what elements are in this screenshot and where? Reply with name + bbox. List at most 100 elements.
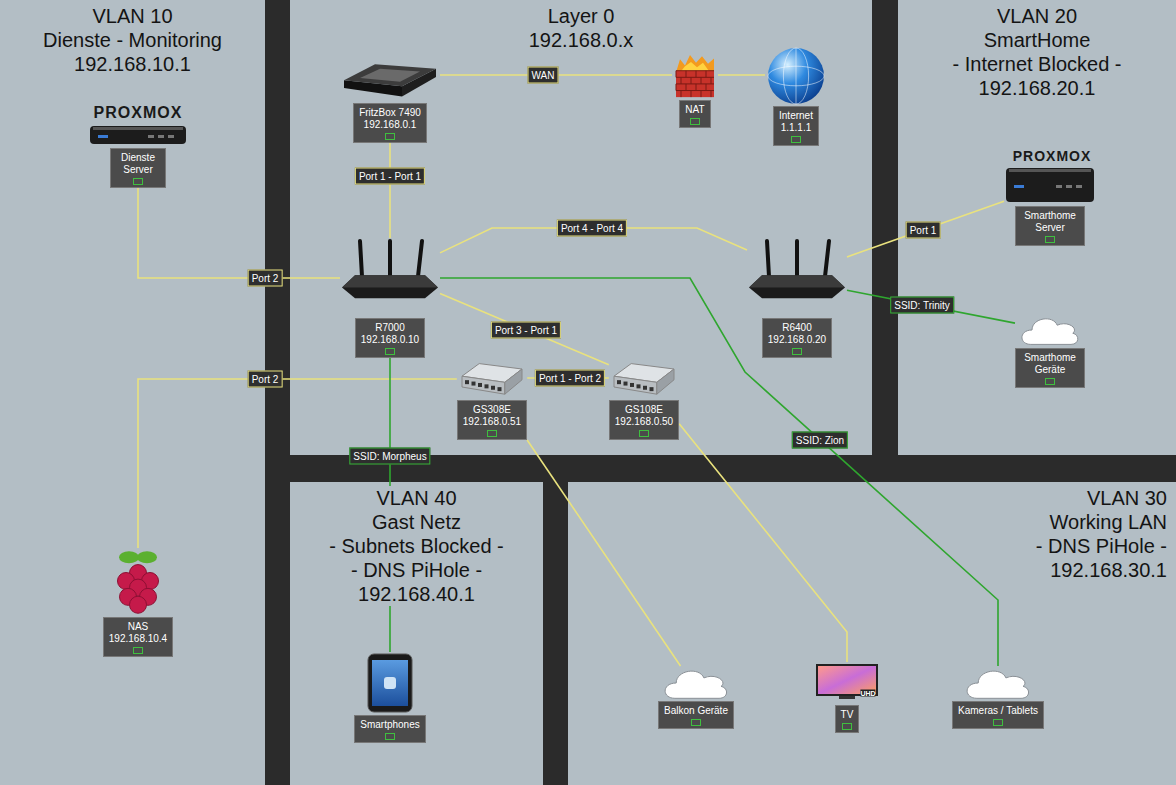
device-label-box: FritzBox 7490192.168.0.1 [353,103,427,143]
icon-shape [676,90,714,91]
device-label: R7000 [375,322,404,334]
device-icon [1004,166,1096,204]
network-link [389,143,391,238]
icon-shape [478,383,482,387]
icon-shape [465,380,469,384]
icon-shape [816,664,878,696]
device-node: FritzBox 7490192.168.0.1 [340,55,440,143]
icon-shape [696,84,697,91]
status-icon [691,719,701,726]
device-label: 192.168.0.10 [361,334,419,346]
device-icon [765,46,827,106]
network-link [847,201,1004,257]
network-link [718,74,765,76]
device-icon [965,666,1031,700]
device-label: 192.168.0.20 [768,334,826,346]
icon-shape [368,654,412,712]
status-icon [133,647,143,654]
zone-heading-line: - DNS PiHole - [348,558,485,582]
port-label: Port 2 [248,270,283,287]
port-label: Port 4 - Port 4 [557,220,627,237]
icon-shape [90,126,186,144]
zone-heading: VLAN 20SmartHome- Internet Blocked -192.… [898,0,1176,100]
icon-shape [617,380,621,384]
device-node: TV [814,662,880,733]
icon-shape [129,596,146,613]
zone-heading: VLAN 30Working LAN- DNS PiHole -192.168.… [568,482,1176,582]
icon-shape [93,127,183,130]
icon-shape [1006,168,1094,202]
status-icon [993,719,1003,726]
icon-shape [614,376,657,394]
icon-shape [649,387,653,391]
icon-shape [1076,185,1082,188]
icon-shape [497,387,501,391]
port-label: Port 1 - Port 1 [355,168,425,185]
device-label-box: GS308E192.168.0.51 [457,400,527,440]
device-label: 192.168.0.1 [364,119,417,131]
device-node: Kameras / Tablets [952,666,1044,729]
network-link [440,278,998,666]
network-link [440,293,609,364]
zone-heading: Layer 0192.168.0.x [290,0,872,52]
icon-shape [158,135,164,138]
icon-shape [665,671,726,698]
icon-shape [342,275,438,287]
device-label: NAS [128,621,149,633]
network-link [527,440,680,666]
icon-shape [676,55,714,97]
icon-shape [657,369,674,394]
icon-shape [636,384,640,388]
icon-shape [686,84,687,91]
zone-heading: VLAN 10Dienste - Monitoring192.168.10.1 [0,0,265,76]
icon-shape [342,275,438,298]
icon-shape [462,364,522,395]
device-label: Smarthome Geräte [1021,352,1079,376]
icon-shape [796,48,797,104]
icon-shape [701,91,702,98]
status-icon [385,133,395,140]
icon-shape [711,91,712,98]
icon-shape [825,241,829,276]
port-label: Port 1 - Port 2 [535,370,605,387]
device-icon [1020,314,1080,346]
icon-shape [767,241,769,276]
zone-heading-line: - Subnets Blocked - [326,534,507,558]
zone-heading-line: VLAN 30 [1084,486,1170,510]
device-label: NAT [685,104,704,116]
zone-heading-line: SmartHome [981,28,1094,52]
port-label: SSID: Trinity [890,297,954,314]
zone-heading-line: VLAN 40 [373,486,459,510]
device-label-box: R7000192.168.0.10 [355,318,425,358]
icon-shape [342,241,438,298]
status-icon [385,733,395,740]
icon-shape [388,241,392,276]
device-label-box: TV [835,705,860,733]
icon-shape [484,384,488,388]
zone-heading-line: Layer 0 [545,4,618,28]
logo-text: PROXMOX [1013,148,1092,164]
icon-shape [471,382,475,386]
icon-shape [372,660,408,706]
network-link [389,358,391,652]
zone-heading-line: 192.168.40.1 [355,582,478,606]
device-label-box: GS108E192.168.0.50 [609,400,679,440]
device-label: 192.168.0.50 [615,416,673,428]
device-icon [612,360,676,396]
port-label: Port 3 - Port 1 [491,322,561,339]
logo-text: UHD [860,690,875,697]
icon-shape [665,671,726,698]
icon-shape [749,275,845,298]
device-node: Smarthome Geräte [1015,314,1085,388]
zone-heading-line: 192.168.0.x [526,28,637,52]
device-label: R6400 [782,322,811,334]
icon-shape [691,91,692,98]
status-icon [133,178,143,185]
icon-shape [1022,319,1078,345]
device-label: Kameras / Tablets [958,705,1038,717]
status-icon [791,136,801,143]
port-label: WAN [528,67,559,84]
device-label: 192.168.0.51 [463,416,521,428]
icon-shape [768,48,824,104]
